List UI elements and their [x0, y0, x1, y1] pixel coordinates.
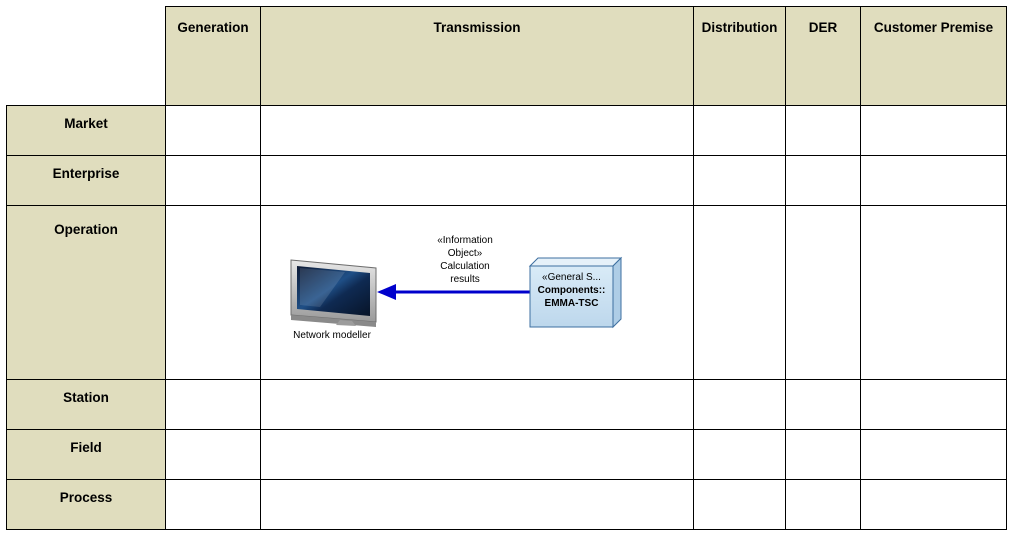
column-header-customer-premise: Customer Premise: [860, 6, 1007, 106]
cell-market-distribution: [693, 105, 786, 156]
row-header-market: Market: [6, 105, 166, 156]
cell-process-customer-premise: [860, 479, 1007, 530]
component-name-line1-text: Components::: [537, 285, 606, 296]
component-stereotype: «General S...: [542, 272, 601, 283]
cell-enterprise-transmission: [260, 155, 694, 206]
cell-operation-transmission: [260, 205, 694, 380]
cell-market-customer-premise: [860, 105, 1007, 156]
cell-process-der: [785, 479, 861, 530]
cell-field-customer-premise: [860, 429, 1007, 480]
cell-enterprise-generation: [165, 155, 261, 206]
component-name-line2: EMMA-TSC: [530, 298, 613, 311]
monitor-label: Network modeller: [293, 330, 371, 341]
cell-operation-generation: [165, 205, 261, 380]
cell-field-transmission: [260, 429, 694, 480]
cell-station-generation: [165, 379, 261, 430]
row-header-operation: Operation: [6, 205, 166, 380]
row-label: Operation: [54, 222, 118, 237]
row-header-field: Field: [6, 429, 166, 480]
column-label: DER: [808, 20, 838, 35]
component-name-line1: Components::: [530, 285, 613, 298]
cell-operation-distribution: [693, 205, 786, 380]
cell-market-der: [785, 105, 861, 156]
cell-station-der: [785, 379, 861, 430]
cell-process-transmission: [260, 479, 694, 530]
cell-station-distribution: [693, 379, 786, 430]
row-label: Enterprise: [52, 166, 120, 181]
cell-station-transmission: [260, 379, 694, 430]
column-label: Generation: [177, 20, 249, 35]
column-header-der: DER: [785, 6, 861, 106]
column-header-generation: Generation: [165, 6, 261, 106]
cell-enterprise-distribution: [693, 155, 786, 206]
row-header-enterprise: Enterprise: [6, 155, 166, 206]
cell-enterprise-der: [785, 155, 861, 206]
row-label: Station: [63, 390, 109, 405]
cell-station-customer-premise: [860, 379, 1007, 430]
cell-field-der: [785, 429, 861, 480]
cell-process-distribution: [693, 479, 786, 530]
row-label: Market: [64, 116, 108, 131]
column-label: Transmission: [433, 20, 521, 35]
cell-enterprise-customer-premise: [860, 155, 1007, 206]
column-header-transmission: Transmission: [260, 6, 694, 106]
cell-market-generation: [165, 105, 261, 156]
cell-field-generation: [165, 429, 261, 480]
cell-market-transmission: [260, 105, 694, 156]
cell-operation-customer-premise: [860, 205, 1007, 380]
flow-stereotype-cont: Object»: [447, 248, 483, 259]
cell-field-distribution: [693, 429, 786, 480]
flow-stereotype: «Information: [437, 235, 493, 246]
row-label: Process: [59, 490, 113, 505]
component-name-line2-text: EMMA-TSC: [544, 298, 599, 309]
row-header-station: Station: [6, 379, 166, 430]
flow-name-line1: Calculation: [440, 261, 490, 272]
row-label: Field: [70, 440, 102, 455]
column-label: Distribution: [701, 20, 778, 35]
flow-name-line2: results: [450, 274, 480, 285]
cell-operation-der: [785, 205, 861, 380]
cell-process-generation: [165, 479, 261, 530]
row-header-process: Process: [6, 479, 166, 530]
column-header-distribution: Distribution: [693, 6, 786, 106]
column-label: Customer Premise: [873, 20, 994, 35]
